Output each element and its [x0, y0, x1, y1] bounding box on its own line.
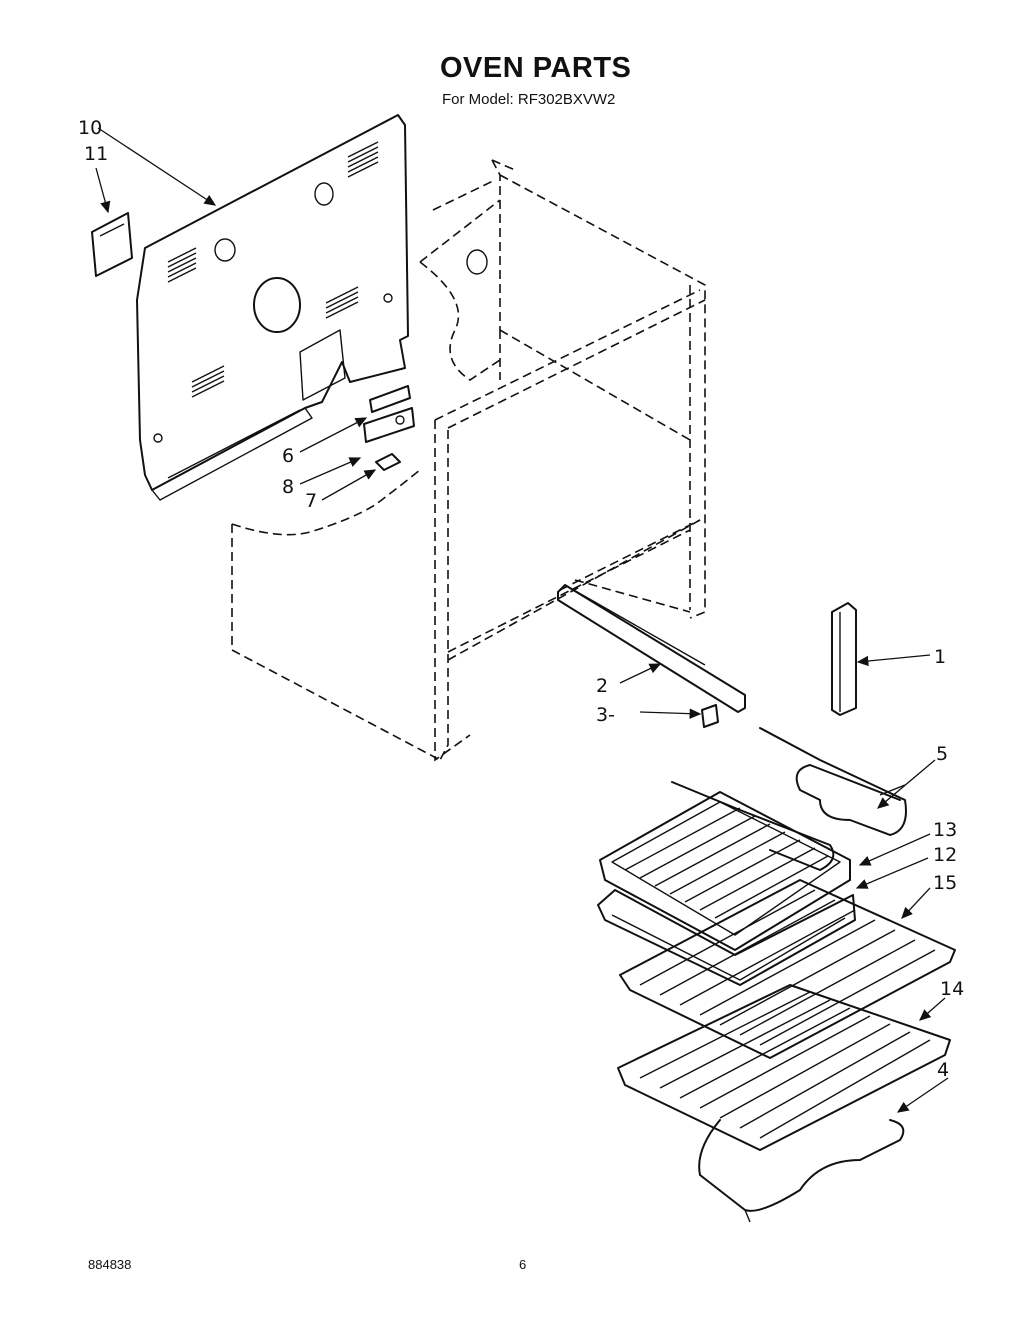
- callout-10: 10: [78, 117, 102, 139]
- callout-12: 12: [933, 844, 957, 866]
- callout-4: 4: [937, 1059, 949, 1081]
- document-number: 884838: [88, 1257, 132, 1272]
- oven-rack-lower: [617, 984, 951, 1151]
- broil-element: [671, 727, 907, 871]
- callout-1: 1: [934, 646, 946, 668]
- broiler-pan: [597, 889, 856, 986]
- trim-clip: [701, 704, 719, 728]
- page-number: 6: [519, 1257, 527, 1272]
- callout-13: 13: [933, 819, 957, 841]
- callout-8: 8: [282, 476, 294, 498]
- bottom-trim-rail: [557, 584, 746, 713]
- panel-clip-hardware: [363, 385, 415, 471]
- page-title: OVEN PARTS: [440, 52, 632, 84]
- callout-labels: 10 11 6 8 7 1 2 3- 5 13 12 15 14 4: [78, 117, 964, 1081]
- broiler-pan-grid: [599, 791, 851, 951]
- model-subtitle: For Model: RF302BXVW2: [442, 91, 616, 108]
- side-trim-strip: [831, 602, 857, 716]
- callout-3: 3-: [596, 704, 615, 726]
- callout-leader-lines: [95, 127, 949, 1113]
- oven-rack-upper: [619, 879, 956, 1059]
- callout-14: 14: [940, 978, 964, 1000]
- callout-2: 2: [596, 675, 608, 697]
- callout-7: 7: [305, 490, 317, 512]
- callout-6: 6: [282, 445, 294, 467]
- callout-5: 5: [936, 743, 948, 765]
- range-cabinet-outline: [231, 159, 706, 762]
- callout-15: 15: [933, 872, 957, 894]
- oven-back-panel: [136, 114, 409, 501]
- panel-bracket-plate: [91, 212, 133, 277]
- callout-11: 11: [84, 143, 108, 165]
- bake-element: [698, 1119, 905, 1223]
